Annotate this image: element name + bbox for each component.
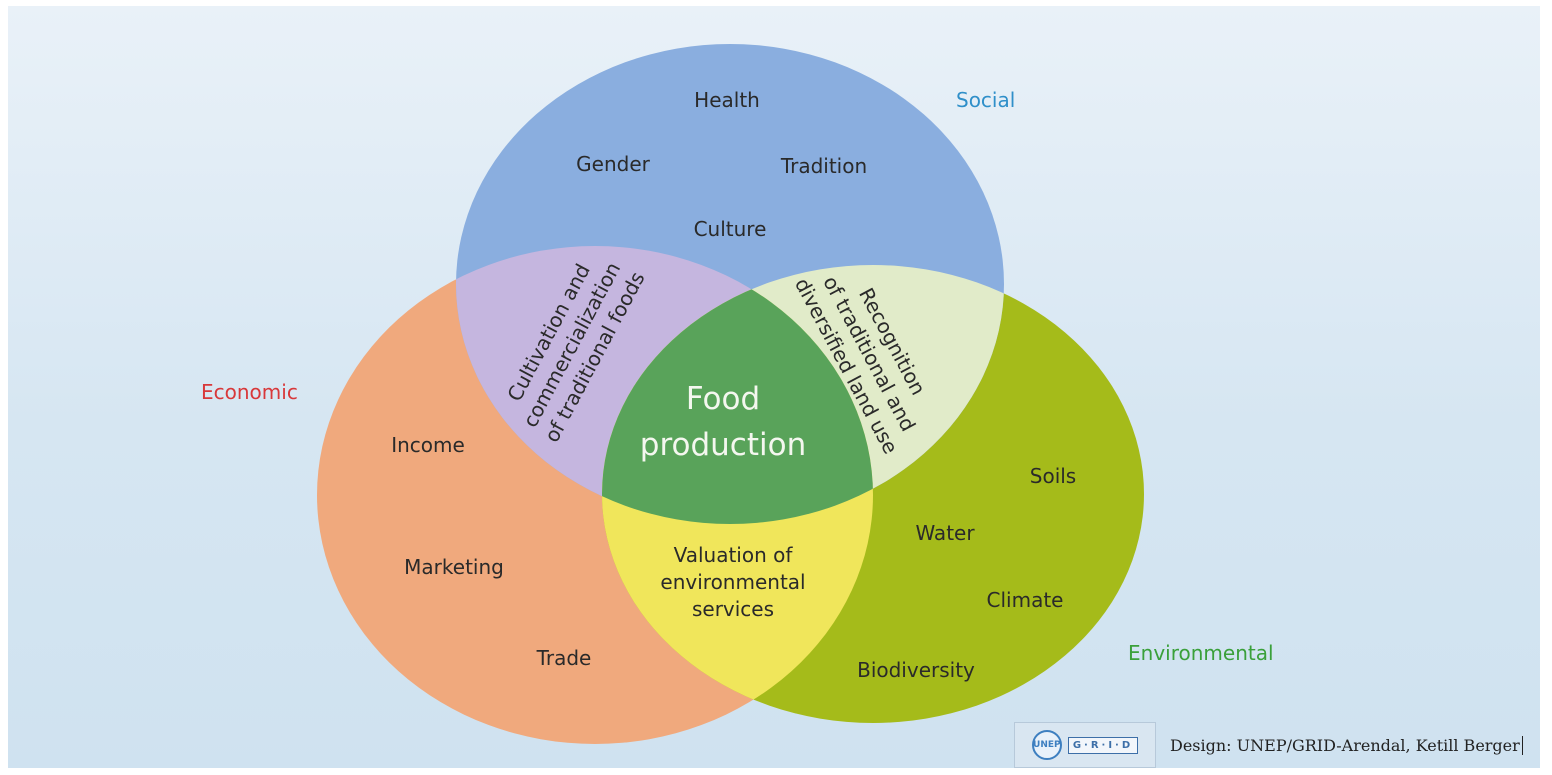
svg-text:services: services [692,597,774,621]
grid-arendal-logo: G·R·I·D [1067,736,1139,754]
venn-diagram: Social Economic Environmental Health Gen… [201,44,1274,744]
social-item-health: Health [694,88,760,112]
svg-text:Valuation of: Valuation of [674,543,794,567]
unep-grid-logo: UNEP G·R·I·D [1014,722,1156,768]
economic-item-marketing: Marketing [404,555,504,579]
svg-text:environmental: environmental [660,570,805,594]
social-item-culture: Culture [694,217,767,241]
center-label-line2: production [640,427,806,463]
diagram-canvas: Social Economic Environmental Health Gen… [8,6,1540,768]
unep-emblem-icon: UNEP [1031,730,1062,760]
environmental-item-water: Water [915,521,975,545]
economic-item-income: Income [391,433,465,457]
economic-category-label: Economic [201,380,298,404]
center-region [602,265,873,524]
social-category-label: Social [956,88,1015,112]
environmental-item-climate: Climate [987,588,1064,612]
center-label-line1: Food [686,381,760,417]
economic-item-trade: Trade [536,646,592,670]
social-item-gender: Gender [576,152,650,176]
economic-environmental-overlap-label: Valuation of environmental services [660,543,805,621]
design-credit: Design: UNEP/GRID-Arendal, Ketill Berger [1170,735,1523,755]
environmental-category-label: Environmental [1128,641,1274,665]
credit-bar: UNEP G·R·I·D Design: UNEP/GRID-Arendal, … [1014,720,1544,770]
environmental-item-soils: Soils [1030,464,1076,488]
social-item-tradition: Tradition [780,154,867,178]
environmental-item-biodiversity: Biodiversity [857,658,975,682]
